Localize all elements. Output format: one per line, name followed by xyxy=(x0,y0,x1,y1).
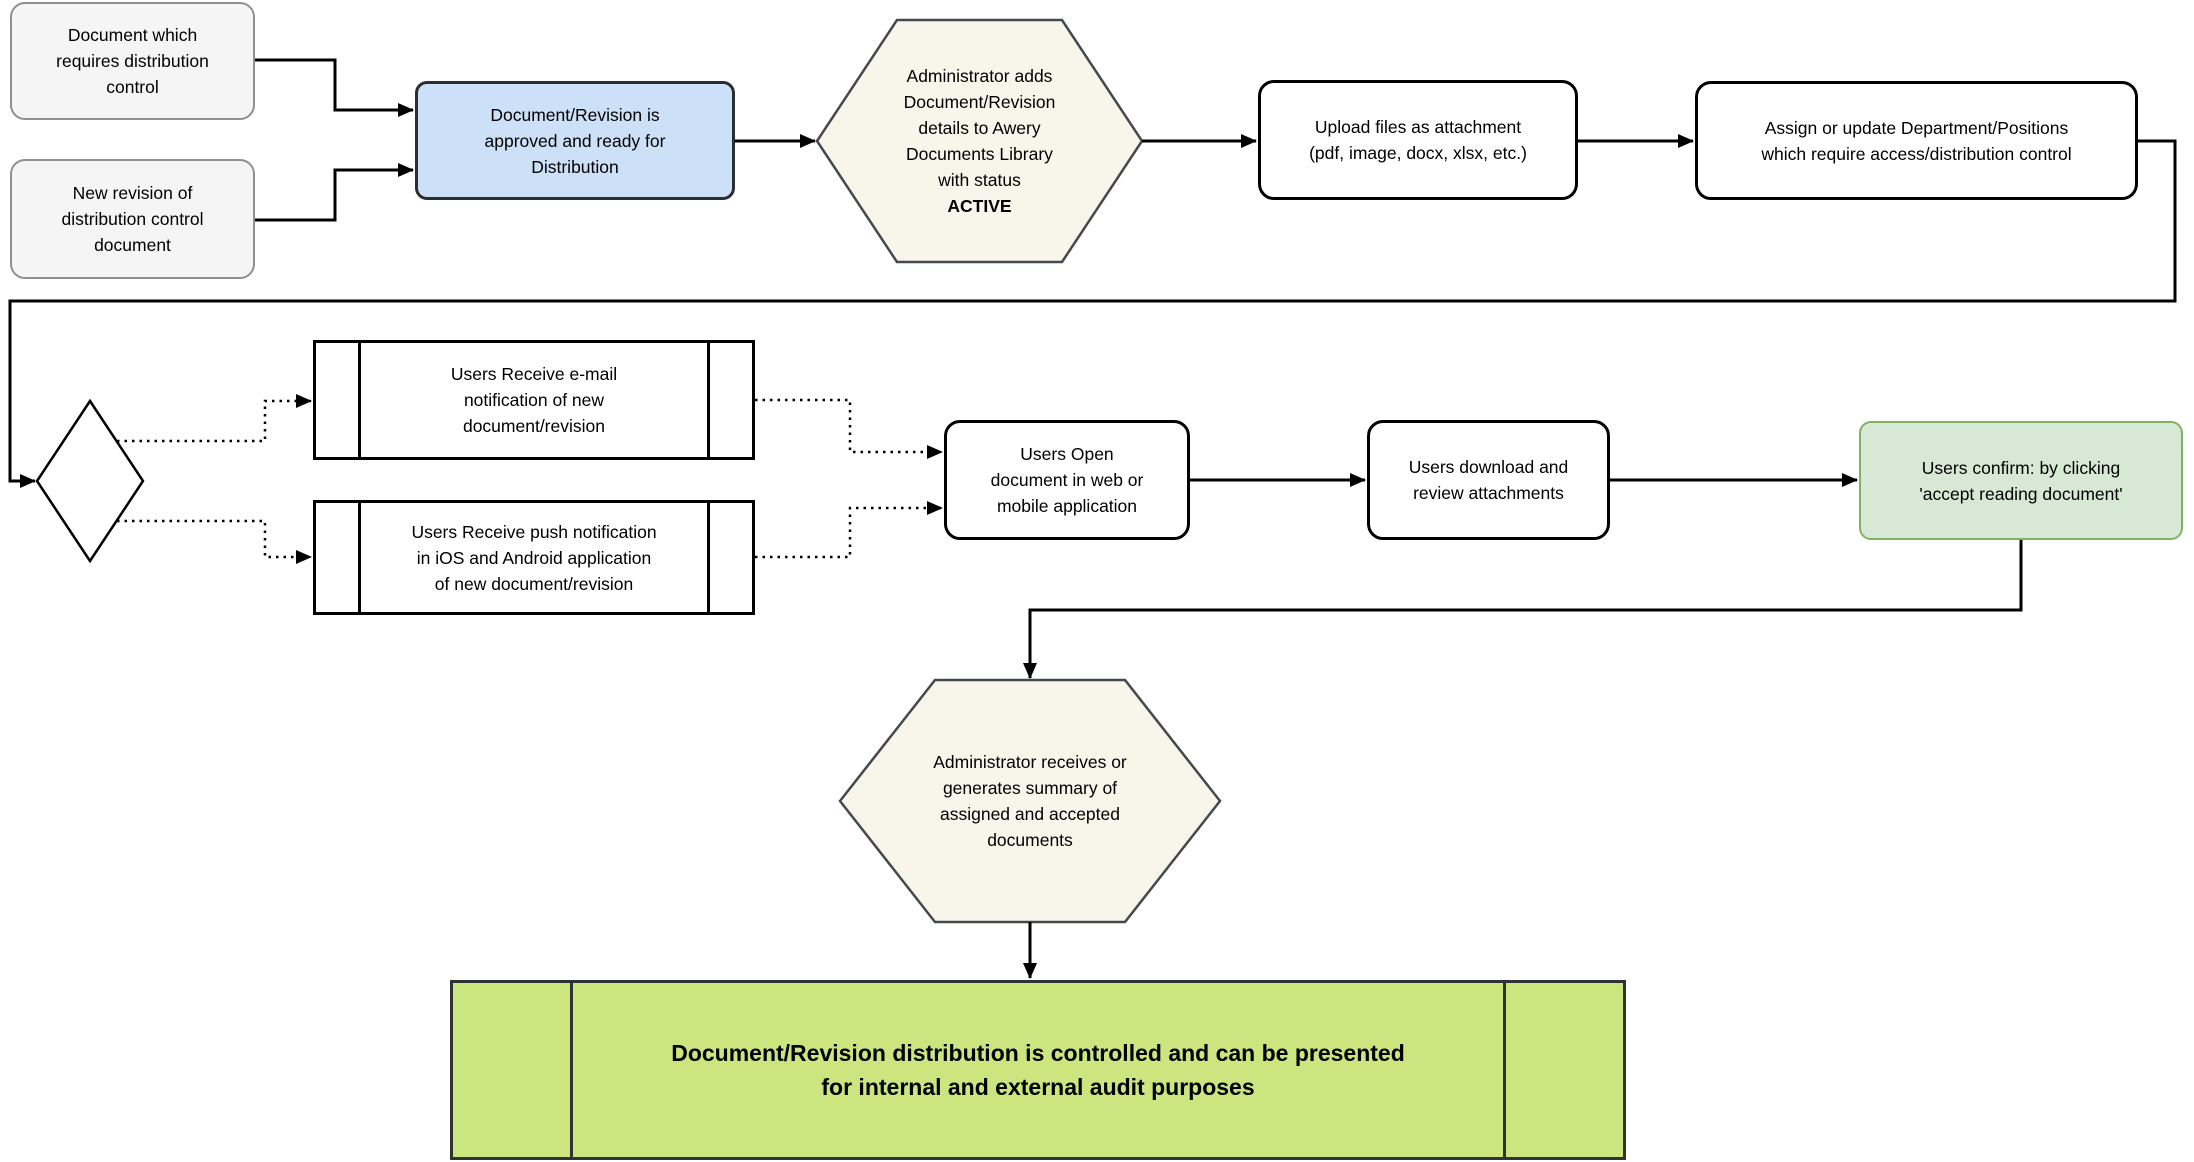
node-push-notification: Users Receive push notification in iOS a… xyxy=(313,500,755,615)
node-admin-summary: Administrator receives or generates summ… xyxy=(840,680,1220,922)
node-label-line: Users Open xyxy=(1020,444,1114,464)
node-label-line: distribution control xyxy=(61,209,204,229)
node-label-line: assigned and accepted xyxy=(939,804,1120,824)
node-label-line: Administrator adds xyxy=(906,66,1053,86)
edge-decision-to-email xyxy=(117,394,312,443)
node-label-line: Documents Library xyxy=(906,144,1053,164)
node-label-line: (pdf, image, docx, xlsx, etc.) xyxy=(1309,143,1527,163)
node-label-line: mobile application xyxy=(996,496,1138,516)
node-label-line: approved and ready for xyxy=(484,130,666,151)
node-open-document: Users Open document in web or mobile app… xyxy=(944,420,1190,540)
edge-assign-to-decision xyxy=(8,139,2177,488)
node-label-line: Assign or update Department/Positions xyxy=(1764,117,2069,138)
node-label-line: in iOS and Android application xyxy=(416,547,652,568)
node-label-line: Users Receive e-mail xyxy=(450,364,618,384)
node-label-line: notification of new xyxy=(463,390,605,410)
node-label-line: Document/Revision is xyxy=(490,104,660,125)
edge-doc-requires-to-approved xyxy=(255,58,414,117)
node-label-line: documents xyxy=(987,830,1073,850)
status-active-bold: ACTIVE xyxy=(947,196,1012,216)
node-assign-departments: Assign or update Department/Positions wh… xyxy=(1695,81,2138,200)
edge-new-revision-to-approved xyxy=(255,163,414,222)
node-label-line: generates summary of xyxy=(942,778,1118,798)
node-label-line: review attachments xyxy=(1413,483,1564,503)
node-label-line: 'accept reading document' xyxy=(1919,483,2123,504)
node-label-line: Upload files as attachment xyxy=(1314,117,1522,137)
status-prefix: with status xyxy=(938,170,1021,190)
node-download-review: Users download and review attachments xyxy=(1367,420,1610,540)
node-label-line: which require access/distribution contro… xyxy=(1761,143,2072,164)
node-label-line: Users Receive push notification xyxy=(411,521,657,542)
node-label-line: Users confirm: by clicking xyxy=(1921,457,2121,478)
node-label-line: document xyxy=(94,235,171,255)
subprocess-bar-right xyxy=(707,343,710,457)
node-admin-adds-library: Administrator adds Document/Revision det… xyxy=(817,20,1142,262)
node-label-line: New revision of xyxy=(72,183,193,203)
node-label-line: details to Awery xyxy=(918,118,1041,138)
node-upload-files: Upload files as attachment (pdf, image, … xyxy=(1258,80,1578,200)
node-approved-ready: Document/Revision is approved and ready … xyxy=(415,81,735,200)
hexagon-admin-adds-shape xyxy=(815,18,1144,264)
node-label-line: Document/Revision distribution is contro… xyxy=(671,1040,1405,1066)
node-label-line: Distribution xyxy=(531,156,619,177)
node-label-line: document/revision xyxy=(462,416,605,436)
edge-decision-to-push xyxy=(117,519,312,564)
subprocess-bar-left xyxy=(570,983,573,1157)
edge-push-to-open-doc xyxy=(755,501,943,559)
hexagon-summary-shape xyxy=(838,678,1222,924)
node-distribution-controlled: Document/Revision distribution is contro… xyxy=(450,980,1626,1160)
node-label-line: control xyxy=(106,77,159,97)
node-label-line: Users download and xyxy=(1408,457,1569,477)
node-label-line: with status ACTIVE xyxy=(904,167,1056,219)
subprocess-bar-left xyxy=(358,503,361,612)
node-label-line: requires distribution xyxy=(56,51,209,71)
edge-confirm-to-summary xyxy=(1023,540,2023,679)
edge-email-to-open-doc xyxy=(755,398,943,459)
decision-diamond xyxy=(35,398,145,564)
node-document-requires-control: Document which requires distribution con… xyxy=(10,2,255,120)
node-label-line: Administrator receives or xyxy=(933,752,1127,772)
node-label-line: for internal and external audit purposes xyxy=(821,1074,1255,1100)
node-users-confirm: Users confirm: by clicking 'accept readi… xyxy=(1859,421,2183,540)
node-label-line: document in web or xyxy=(990,470,1144,490)
subprocess-bar-right xyxy=(1503,983,1506,1157)
node-email-notification: Users Receive e-mail notification of new… xyxy=(313,340,755,460)
node-label-line: of new document/revision xyxy=(434,573,634,594)
node-label-line: Document which xyxy=(67,25,198,45)
node-label-line: Document/Revision xyxy=(903,92,1056,112)
node-new-revision: New revision of distribution control doc… xyxy=(10,159,255,279)
subprocess-bar-left xyxy=(358,343,361,457)
subprocess-bar-right xyxy=(707,503,710,612)
